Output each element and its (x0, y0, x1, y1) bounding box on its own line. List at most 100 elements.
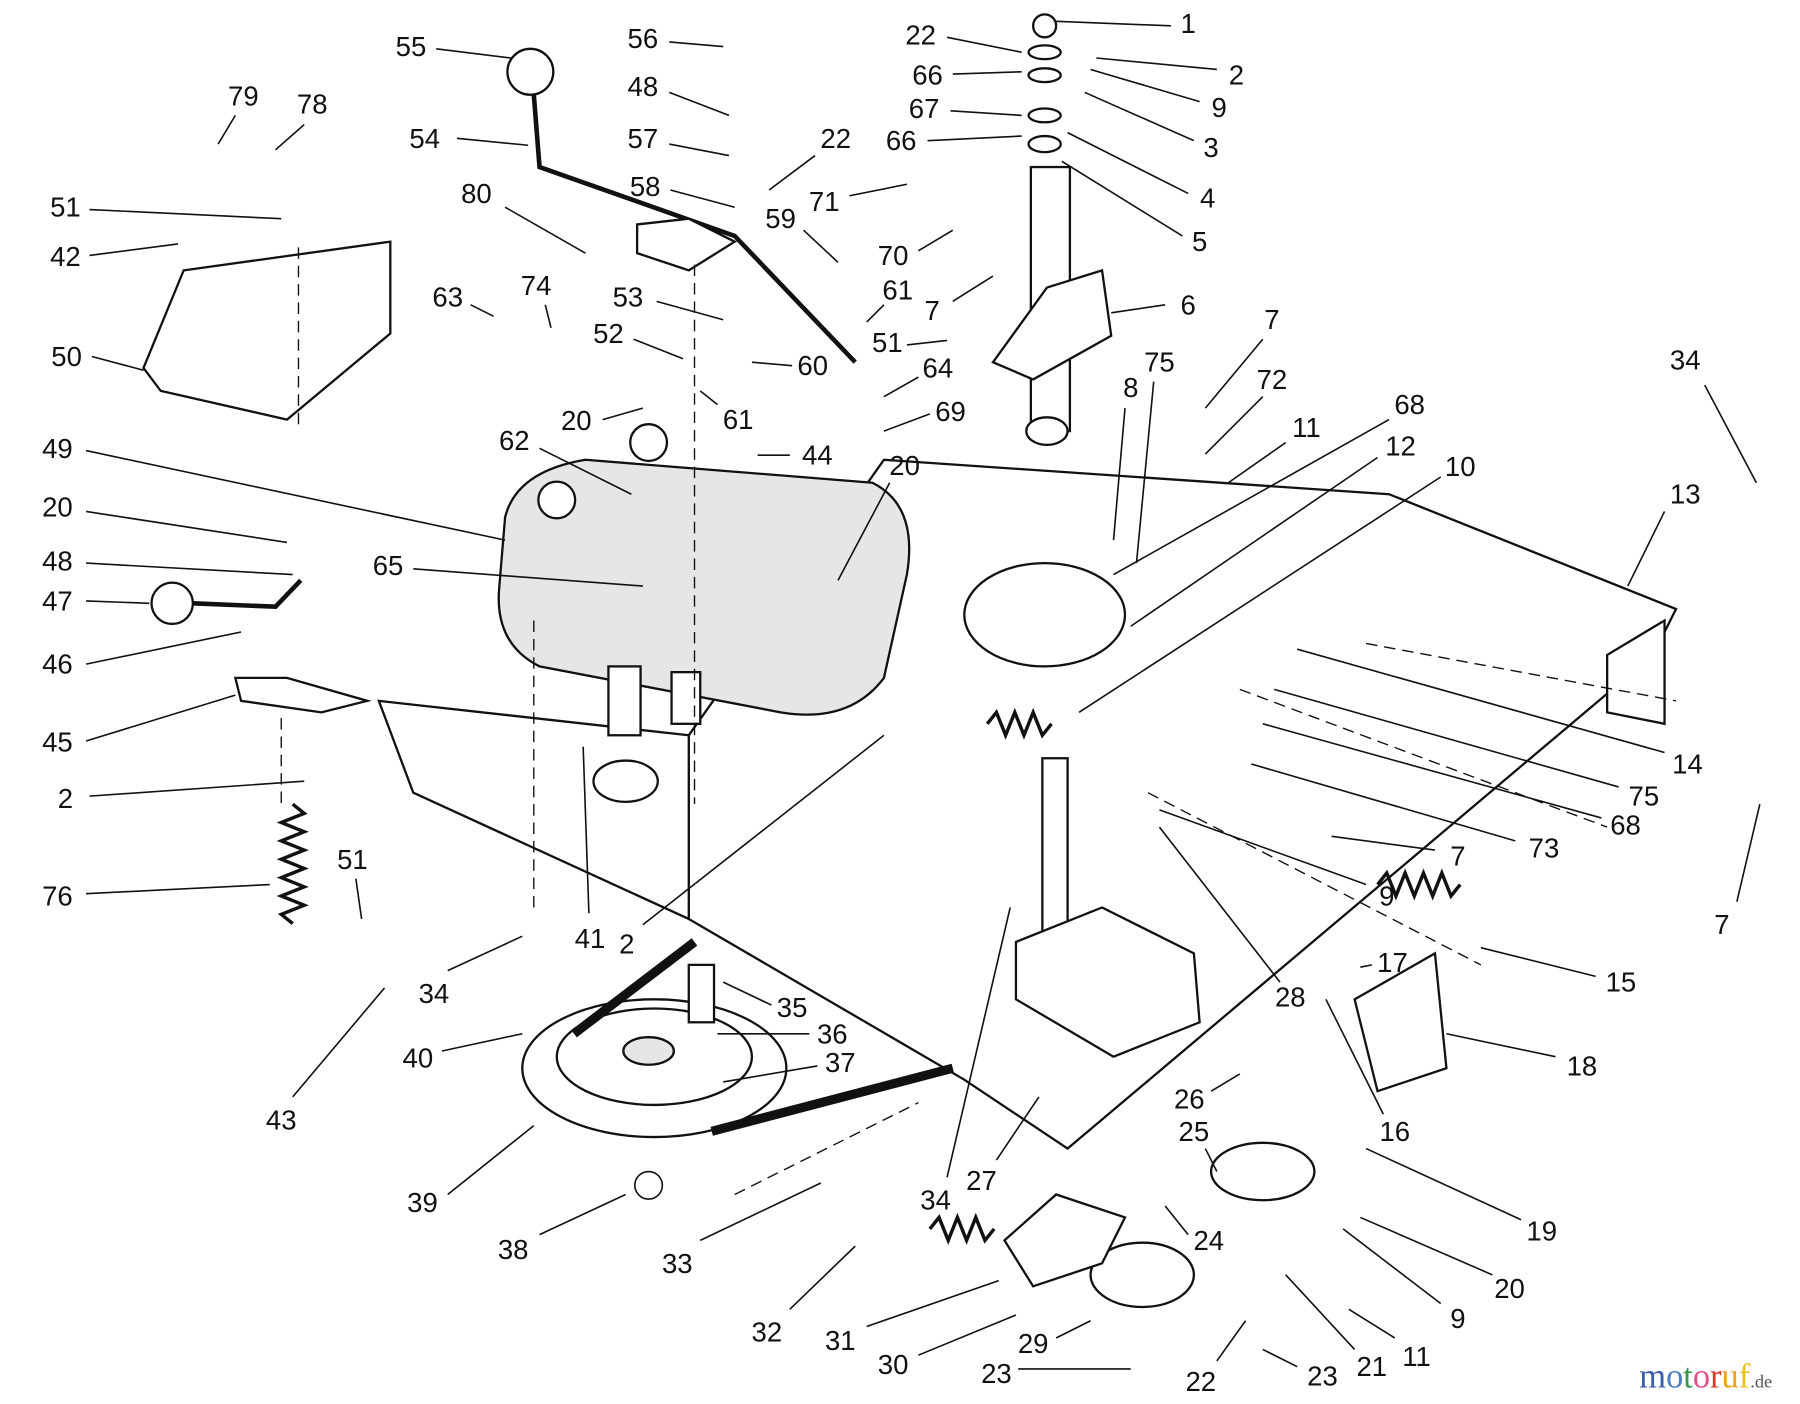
leader-line (1056, 20, 1171, 27)
leader-line (539, 447, 632, 495)
callout-label: 29 (1018, 1328, 1049, 1359)
exploded-parts (142, 13, 1678, 1309)
leader-line (413, 568, 643, 587)
leader-line (539, 1193, 626, 1236)
idler-arm-30 (1002, 1193, 1127, 1288)
axle-seal (537, 480, 577, 520)
leader-line (1210, 1073, 1241, 1092)
rear-bracket (1605, 618, 1666, 726)
callout-label: 59 (765, 203, 796, 234)
idler-pulley (1209, 1141, 1316, 1202)
leader-line (699, 1182, 822, 1242)
leader-line (656, 300, 724, 321)
spacer-35 (687, 963, 716, 1024)
callout-label: 56 (628, 23, 659, 54)
lever-rod (192, 578, 303, 610)
pivot-shaft (1041, 757, 1069, 955)
leader-line (1111, 304, 1166, 314)
callout-label: 72 (1257, 364, 1288, 395)
leader-line (1135, 381, 1155, 564)
callout-label: 64 (923, 352, 954, 383)
callout-label: 78 (297, 88, 328, 119)
leader-line (504, 206, 586, 254)
callout-label: 69 (935, 396, 966, 427)
callout-label: 75 (1144, 347, 1175, 378)
leader-line (1360, 964, 1372, 968)
leader-line (582, 746, 590, 914)
callout-label: 48 (628, 71, 659, 102)
leader-line (1262, 1348, 1298, 1368)
callout-label: 31 (825, 1325, 856, 1356)
leader-line (85, 694, 236, 742)
leader-line (89, 780, 305, 797)
callout-label: 20 (1494, 1273, 1525, 1304)
leader-line (1342, 1228, 1442, 1305)
leader-line (1296, 648, 1665, 754)
leader-line (1078, 476, 1442, 714)
callout-label: 23 (981, 1358, 1012, 1389)
callout-label: 45 (42, 727, 73, 758)
leader-line (849, 183, 908, 197)
callout-label: 74 (521, 270, 552, 301)
callout-label: 57 (628, 123, 659, 154)
leader-line (883, 413, 931, 432)
callout-label: 65 (373, 550, 404, 581)
axle-seal (629, 423, 669, 463)
lever-bracket (142, 240, 392, 421)
snap-ring (634, 1170, 664, 1200)
leader-line (1736, 803, 1761, 902)
leader-line (441, 1032, 523, 1052)
idler-pulley (1089, 1241, 1196, 1309)
lever-knob (150, 581, 195, 626)
leader-line (1130, 456, 1379, 627)
leader-line (602, 407, 644, 421)
washer (1027, 107, 1062, 124)
shaft-spacer (592, 759, 659, 804)
callout-label: 35 (777, 992, 808, 1023)
callout-label: 34 (419, 978, 450, 1009)
leader-line (447, 1124, 535, 1196)
callout-label: 32 (752, 1317, 783, 1348)
leader-line (91, 355, 144, 372)
leader-line (1055, 1320, 1091, 1339)
callout-label: 9 (1379, 881, 1394, 912)
leader-line (85, 631, 242, 665)
leader-line (1704, 384, 1758, 484)
leader-line (1112, 408, 1126, 541)
callout-label: 22 (1185, 1366, 1216, 1397)
callout-label: 7 (1264, 304, 1279, 335)
leader-line (1262, 723, 1602, 819)
leader-line (1365, 1147, 1522, 1221)
callout-label: 47 (42, 585, 73, 616)
callout-label: 20 (561, 405, 592, 436)
callout-label: 11 (1402, 1341, 1431, 1372)
callout-label: 11 (1292, 412, 1321, 443)
leader-line (292, 987, 386, 1098)
callout-label: 22 (820, 123, 851, 154)
leader-line (1096, 57, 1217, 71)
leader-line (86, 562, 293, 576)
callout-label: 34 (1670, 344, 1701, 375)
output-shaft (607, 665, 642, 737)
callout-label: 66 (886, 125, 917, 156)
callout-label: 24 (1193, 1225, 1224, 1256)
leader-line (1216, 1320, 1247, 1362)
callout-label: 19 (1526, 1216, 1557, 1247)
leader-line (1159, 809, 1367, 886)
callout-label: 22 (905, 20, 936, 51)
leader-line (1084, 91, 1195, 142)
callout-label: 7 (1450, 840, 1465, 871)
callout-label: 26 (1174, 1084, 1205, 1115)
callout-label: 28 (1275, 982, 1306, 1013)
callout-label: 18 (1567, 1050, 1598, 1081)
callout-label: 20 (42, 491, 73, 522)
leader-line (950, 109, 1022, 117)
leader-line (1348, 1308, 1396, 1339)
pulley-hub (622, 1036, 675, 1066)
leader-line (544, 304, 552, 328)
column-bracket (991, 268, 1113, 381)
callout-label: 67 (909, 93, 940, 124)
callout-label: 60 (797, 350, 828, 381)
leader-line (89, 208, 282, 220)
pivot-bracket (1014, 906, 1201, 1058)
